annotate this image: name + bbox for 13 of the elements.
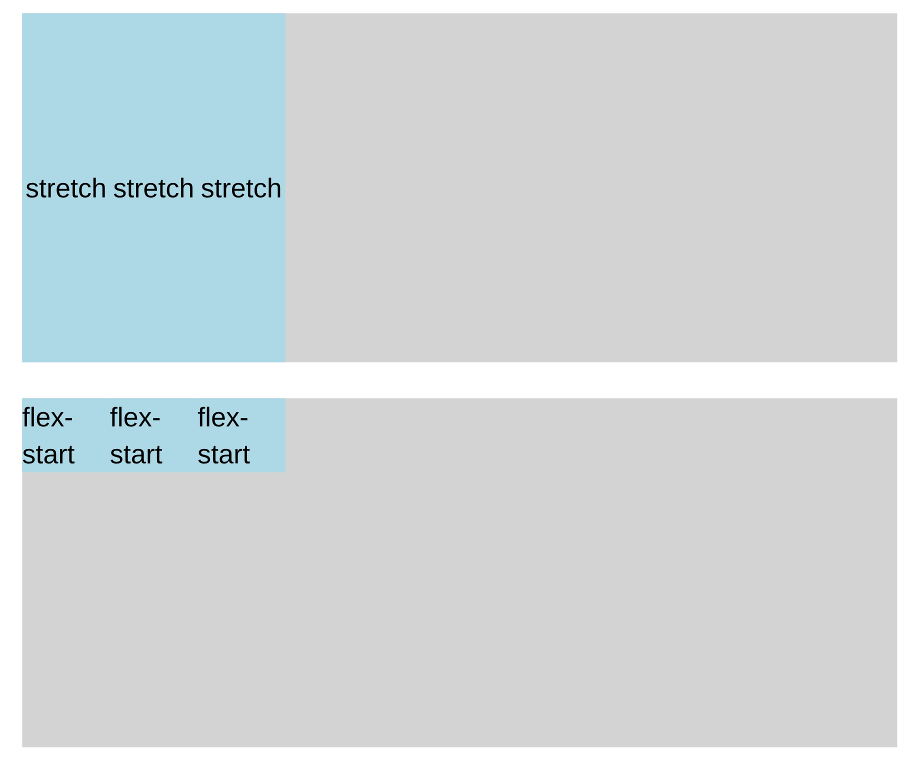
flex-item: stretch [110, 13, 198, 362]
node-label: flex-start [110, 406, 162, 464]
flex-item: flex-start [198, 398, 286, 472]
flex-item: stretch [22, 13, 110, 362]
node-label: stretch [114, 178, 192, 198]
flex-item: stretch [198, 13, 286, 362]
flex-item: flex-start [22, 398, 110, 472]
flex-container [22, 398, 898, 748]
flex-item: flex-start [110, 398, 198, 472]
node-label: stretch [26, 178, 105, 198]
node-label: flex-start [22, 406, 75, 464]
node-label: stretch [202, 178, 280, 198]
node-label: flex-start [198, 406, 250, 464]
